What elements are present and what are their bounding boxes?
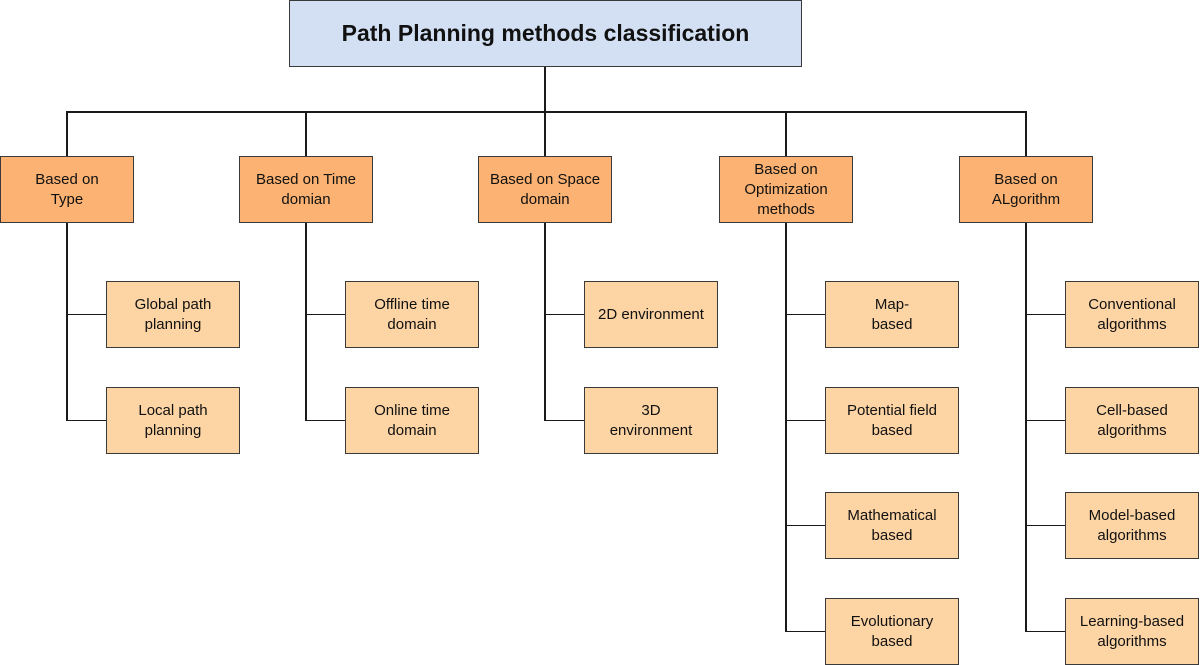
leaf-box-label: Evolutionary based [850, 612, 934, 650]
leaf-box: Model-based algorithms [1065, 492, 1199, 559]
leaf-connector [545, 313, 584, 316]
leaf-connector [786, 419, 825, 422]
leaf-box: 3D environment [584, 387, 718, 454]
leaf-box-label: Map- based [871, 295, 913, 333]
category-box: Based on Optimization methods [719, 156, 853, 223]
leaf-box-label: Learning-based algorithms [1079, 612, 1185, 650]
leaf-box: Evolutionary based [825, 598, 959, 665]
leaf-box: Global path planning [106, 281, 240, 348]
leaf-box-label: Offline time domain [374, 295, 450, 333]
leaf-box-label: Cell-based algorithms [1096, 401, 1168, 439]
category-trunk-line [785, 223, 787, 633]
leaf-box: Local path planning [106, 387, 240, 454]
leaf-box: Learning-based algorithms [1065, 598, 1199, 665]
category-box-label: Based on Optimization methods [744, 160, 828, 218]
leaf-box: Map- based [825, 281, 959, 348]
leaf-connector [306, 419, 345, 422]
leaf-box-label: Conventional algorithms [1088, 295, 1176, 333]
leaf-connector [1026, 419, 1065, 422]
leaf-box: Cell-based algorithms [1065, 387, 1199, 454]
leaf-connector [786, 524, 825, 527]
category-trunk-line [1025, 223, 1027, 633]
category-connector [544, 112, 546, 156]
leaf-box-label: Potential field based [846, 401, 938, 439]
leaf-box: Conventional algorithms [1065, 281, 1199, 348]
leaf-box: Potential field based [825, 387, 959, 454]
leaf-connector [1026, 630, 1065, 633]
leaf-box-label: Local path planning [138, 401, 208, 439]
leaf-connector [67, 313, 106, 316]
category-box-label: Based on ALgorithm [991, 170, 1061, 208]
root-title: Path Planning methods classification [341, 20, 750, 46]
category-connector [785, 112, 787, 156]
category-trunk-line [544, 223, 546, 422]
root-title-box: Path Planning methods classification [289, 0, 802, 67]
leaf-connector [1026, 524, 1065, 527]
leaf-connector [306, 313, 345, 316]
category-box: Based on Type [0, 156, 134, 223]
leaf-box: Offline time domain [345, 281, 479, 348]
leaf-box-label: Model-based algorithms [1088, 506, 1176, 544]
category-box: Based on ALgorithm [959, 156, 1093, 223]
category-connector [66, 112, 68, 156]
leaf-box: Online time domain [345, 387, 479, 454]
leaf-connector [1026, 313, 1065, 316]
leaf-box: Mathematical based [825, 492, 959, 559]
category-box: Based on Space domain [478, 156, 612, 223]
leaf-box-label: Online time domain [374, 401, 450, 439]
leaf-connector [545, 419, 584, 422]
category-box-label: Based on Time domian [255, 170, 357, 208]
leaf-connector [786, 630, 825, 633]
category-trunk-line [305, 223, 307, 422]
leaf-box-label: Mathematical based [847, 506, 937, 544]
leaf-box-label: Global path planning [134, 295, 212, 333]
category-trunk-line [66, 223, 68, 422]
leaf-connector [786, 313, 825, 316]
category-connector [305, 112, 307, 156]
category-box-label: Based on Space domain [489, 170, 601, 208]
leaf-box-label: 3D environment [609, 401, 693, 439]
category-connector [1025, 112, 1027, 156]
leaf-box-label: 2D environment [598, 305, 704, 323]
root-connector [544, 67, 546, 112]
leaf-box: 2D environment [584, 281, 718, 348]
category-box: Based on Time domian [239, 156, 373, 223]
category-bus-line [66, 111, 1027, 113]
category-box-label: Based on Type [35, 170, 99, 208]
leaf-connector [67, 419, 106, 422]
